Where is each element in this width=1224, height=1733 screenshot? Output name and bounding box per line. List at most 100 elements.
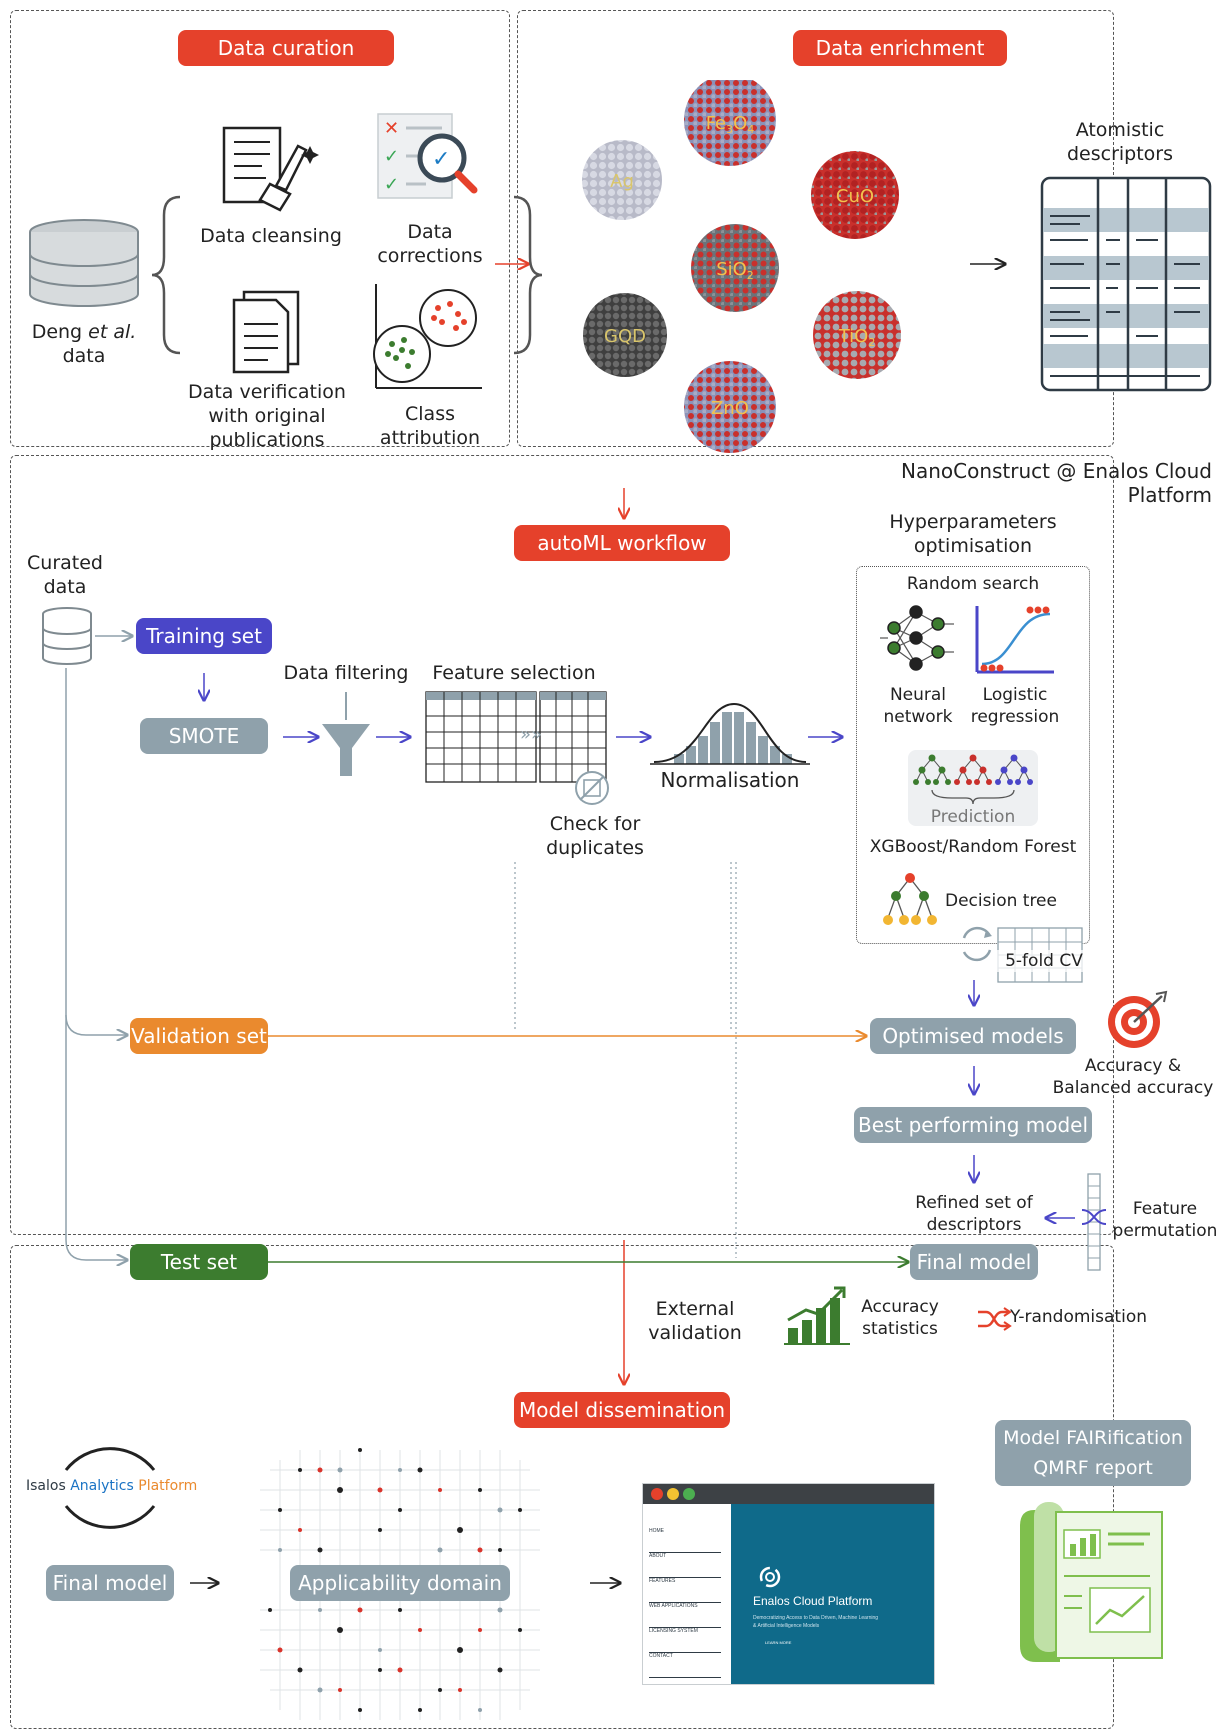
site-learn-more-button[interactable]: LEARN MORE xyxy=(765,1640,792,1645)
descriptor-table-icon xyxy=(1040,176,1212,392)
corrections-line1: Data xyxy=(407,221,453,243)
descriptors-line2: descriptors xyxy=(1066,143,1174,165)
site-hero-title: Enalos Cloud Platform xyxy=(753,1594,873,1608)
fe3o4-label: Fe3O4 xyxy=(706,113,755,136)
acc-stats-line1: Accuracy xyxy=(861,1297,939,1317)
isalos-word: Isalos xyxy=(26,1478,66,1494)
browser-titlebar xyxy=(643,1484,934,1504)
qmrf-report-icon xyxy=(1020,1502,1163,1662)
logistic-line1: Logistic xyxy=(982,685,1048,705)
browser-min-dot xyxy=(667,1488,679,1500)
hyper-line1: Hyperparameters xyxy=(889,511,1057,533)
site-nav-item[interactable]: CONTACT xyxy=(649,1653,721,1678)
ensemble-trees-icon xyxy=(908,750,1038,826)
growth-chart-icon xyxy=(784,1286,850,1345)
refined-descriptors-label: Refined set of descriptors xyxy=(900,1192,1048,1236)
accuracy-statistics-label: Accuracy statistics xyxy=(854,1296,946,1340)
feature-permutation-label: Feature permutation xyxy=(1112,1198,1218,1242)
test-set-pill: Test set xyxy=(130,1244,268,1280)
feature-selection-label: Feature selection xyxy=(432,662,596,684)
external-validation-label: External validation xyxy=(630,1297,760,1345)
database-icon xyxy=(29,219,139,307)
site-nav-item[interactable]: LICENSING SYSTEM xyxy=(649,1628,721,1653)
tio2-label: TiO2 xyxy=(838,326,876,349)
browser-max-dot xyxy=(683,1488,695,1500)
site-sub-line1: Democratizing Access to Data Driven, Mac… xyxy=(753,1615,879,1621)
applicability-domain-pill: Applicability domain xyxy=(290,1565,510,1601)
zno-label: ZnO xyxy=(711,398,749,419)
svg-text:»»: »» xyxy=(520,724,542,745)
dissemination-panel xyxy=(10,1245,1114,1729)
svg-text:✓: ✓ xyxy=(432,147,450,172)
automl-panel xyxy=(10,455,1114,1235)
browser-close-dot xyxy=(651,1488,663,1500)
verification-document-icon xyxy=(232,290,300,374)
acc-stats-line2: statistics xyxy=(862,1319,938,1339)
automl-workflow-title: autoML workflow xyxy=(514,525,730,561)
data-enrichment-title: Data enrichment xyxy=(793,30,1007,66)
fair-line2: QMRF report xyxy=(1033,1457,1153,1479)
site-nav-item[interactable]: FEATURES xyxy=(649,1578,721,1603)
neural-network-icon xyxy=(880,605,954,671)
logistic-line2: regression xyxy=(970,707,1060,727)
best-performing-model-pill: Best performing model xyxy=(854,1107,1092,1143)
data-curation-title: Data curation xyxy=(178,30,394,66)
deng-data-label: Deng et al. data xyxy=(22,320,146,368)
platform-word: Platform xyxy=(138,1478,198,1494)
class-attribution-label: Class attribution xyxy=(365,402,495,450)
class-line2: attribution xyxy=(379,427,481,449)
y-randomisation-label: Y-randomisation xyxy=(1010,1307,1147,1327)
dissemination-final-model-pill: Final model xyxy=(46,1565,174,1601)
check-duplicates-label: Check for duplicates xyxy=(530,812,660,860)
fair-line1: Model FAIRification xyxy=(1003,1427,1183,1449)
deng-label-italic: et al. xyxy=(88,321,137,343)
nanoparticles-group: Ag Fe3O4 CuO SiO2 GQD TiO2 ZnO xyxy=(582,80,901,453)
check-line1: Check for xyxy=(549,813,641,835)
external-line1: External xyxy=(655,1298,735,1320)
training-set-pill: Training set xyxy=(136,618,272,654)
verification-line3: publications xyxy=(209,429,325,451)
site-nav-item[interactable]: WEB APPLICATIONS xyxy=(649,1603,721,1628)
curated-line2: data xyxy=(43,576,87,598)
sio2-label: SiO2 xyxy=(716,259,754,282)
validation-set-pill: Validation set xyxy=(130,1018,268,1054)
logistic-regression-icon xyxy=(975,606,1054,674)
analytics-word: Analytics xyxy=(70,1478,134,1494)
fe3o4-particle xyxy=(684,80,776,166)
site-hero-subtitle: Democratizing Access to Data Driven, Mac… xyxy=(753,1614,933,1630)
xgboost-label: XGBoost/Random Forest xyxy=(869,837,1077,857)
nanoconstruct-platform-label: NanoConstruct @ Enalos Cloud Platform xyxy=(901,459,1212,507)
normalisation-histogram-icon xyxy=(650,702,810,765)
ag-particle xyxy=(582,140,662,220)
site-nav-item[interactable]: ABOUT xyxy=(649,1553,721,1578)
fair-qmrf-pill: Model FAIRification QMRF report xyxy=(995,1420,1191,1486)
site-nav-item[interactable]: HOME xyxy=(649,1528,721,1553)
feature-permutation-icon xyxy=(1081,1173,1107,1271)
data-filtering-label: Data filtering xyxy=(283,662,409,684)
curated-data-label: Curated data xyxy=(20,551,110,599)
cuo-particle xyxy=(811,151,899,239)
hyperparameters-box xyxy=(856,566,1090,944)
site-hero: Enalos Cloud Platform Democratizing Acce… xyxy=(731,1504,934,1684)
funnel-icon xyxy=(322,692,370,776)
target-icon xyxy=(1108,990,1168,1048)
gqd-label: GQD xyxy=(604,326,646,347)
curly-brace-right-icon xyxy=(513,195,543,355)
cuo-label: CuO xyxy=(836,186,874,207)
neural-line2: network xyxy=(883,707,953,727)
curated-database-icon xyxy=(42,607,92,665)
smote-pill: SMOTE xyxy=(140,718,268,754)
random-search-label: Random search xyxy=(906,574,1040,594)
refined-line2: descriptors xyxy=(926,1215,1022,1235)
external-line2: validation xyxy=(648,1322,742,1344)
site-nav: HOME ABOUT FEATURES WEB APPLICATIONS LIC… xyxy=(649,1528,721,1678)
curly-brace-left-icon xyxy=(151,195,181,355)
refined-line1: Refined set of xyxy=(915,1193,1033,1213)
zno-particle xyxy=(684,361,776,453)
enalos-logo-icon xyxy=(759,1566,781,1588)
svg-text:✓: ✓ xyxy=(384,174,399,195)
optimised-models-pill: Optimised models xyxy=(870,1018,1076,1054)
tio2-particle xyxy=(813,291,901,379)
hyperparameters-label: Hyperparameters optimisation xyxy=(864,510,1082,558)
